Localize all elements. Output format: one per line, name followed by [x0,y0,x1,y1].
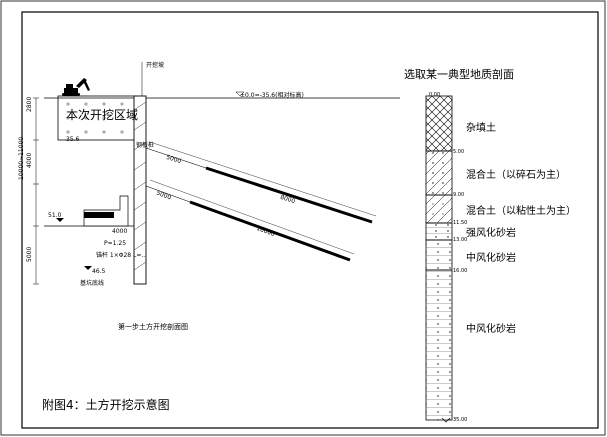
anchor-lower-dim [149,179,355,255]
anchor-upper-bond [205,166,373,224]
berm-fill [84,212,114,218]
excavation-zone-label: 本次开挖区域 [66,108,139,122]
berm-block [83,195,129,227]
crest-label: 开挖坡 [146,62,165,69]
anchor-upper-free [145,147,207,169]
note-2: 锚杆 1×Φ28 L=... [96,252,148,259]
layer-fill-2 [425,150,453,196]
depth-label-0: 0.00 [429,92,441,98]
column-bottom-marker [441,417,451,423]
layer-label-5: 中风化砂岩 [466,253,516,264]
note-1: P=1.25 [104,240,127,247]
layer-label-1: 杂填土 [466,123,496,134]
layer-fill-4 [425,222,453,241]
depth-label-6: 35.00 [453,417,468,423]
layer-label-4: 强风化砂岩 [466,228,516,239]
geology-title: 选取某一典型地质剖面 [404,68,514,81]
layer-fill-5 [425,239,453,271]
dim-left-3: 10000~11000 [18,136,25,180]
note-bottom: 基坑底线 [80,280,105,287]
surface-elevation-label: ±0.0=-35.6(相对标高) [240,92,304,99]
layer-label-3: 混合土（以粘性土为主） [466,206,576,217]
excavation-section [33,62,400,285]
anchor-lower-free [145,185,191,203]
depth-label-5: 16.00 [453,268,468,274]
pile-label: 钢板桩 [136,142,155,149]
left-dimension-ticks [33,97,39,285]
elevation-marker-1 [56,218,64,222]
layer-fill-3 [425,194,453,224]
surface-marker [235,91,245,97]
figure-caption: 附图4：土方开挖示意图 [42,398,170,412]
layer-label-2: 混合土（以碎石为主） [466,170,566,181]
layer-fill-1 [425,95,453,152]
dim-left-4: 5000 [26,246,33,262]
depth-label-4: 13.00 [453,237,468,243]
depth-label-1: 5.00 [453,149,465,155]
depth-label-3: 11.50 [453,220,468,226]
geology-column [425,95,453,423]
dim-left-2: 4000 [26,152,33,168]
dim-left-1: 2800 [26,96,33,112]
elevation-1: 35.6 [66,136,80,143]
step-title: 第一步土方开挖剖面图 [118,323,188,331]
dim-bottom: 4000 [112,228,128,235]
elevation-marker-2 [84,266,92,270]
layer-fill-6 [425,269,453,421]
zone-cross-hatch [66,102,124,134]
pile-hatch [133,101,147,271]
layer-label-6: 中风化砂岩 [466,324,516,335]
elevation-2: 51.0 [48,212,62,219]
anchor-lower-bond [189,200,351,262]
depth-label-2: 9.00 [453,192,465,198]
anchor-upper-dim [149,141,377,217]
excavator-icon [62,78,90,96]
elevation-3: 46.5 [92,268,106,275]
